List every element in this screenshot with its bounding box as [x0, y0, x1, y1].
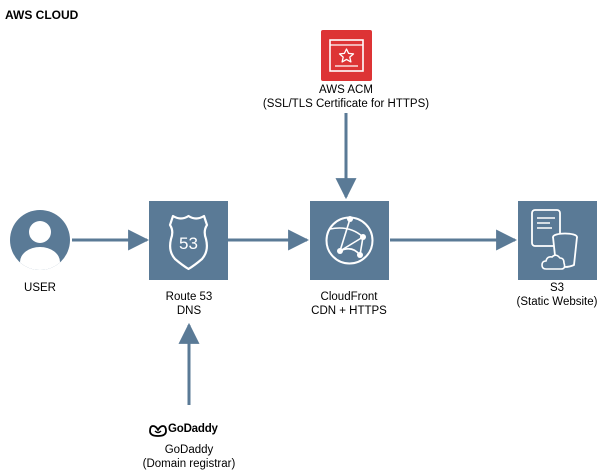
godaddy-logo: GoDaddy: [149, 422, 229, 440]
s3-document-bucket-icon: [531, 209, 578, 270]
godaddy-label: GoDaddy (Domain registrar): [142, 444, 236, 470]
route53-node: 53: [149, 201, 228, 280]
acm-node: [321, 30, 372, 81]
acm-label: AWS ACM (SSL/TLS Certificate for HTTPS): [262, 84, 430, 110]
cloudfront-label: CloudFront CDN + HTTPS: [311, 291, 387, 317]
route53-label: Route 53 DNS: [165, 291, 213, 317]
cloudfront-node: [310, 201, 389, 280]
route53-badge-text: 53: [179, 234, 198, 253]
godaddy-logo-icon: [149, 425, 167, 437]
diagram-title: AWS CLOUD: [5, 8, 79, 22]
route53-shield-icon: 53: [168, 214, 209, 271]
user-icon: [10, 210, 70, 270]
s3-label: S3 (Static Website): [516, 282, 598, 308]
acm-certificate-icon: [329, 39, 364, 72]
cloudfront-globe-icon: [325, 216, 374, 265]
user-label: USER: [24, 282, 56, 294]
user-node: [10, 210, 70, 270]
s3-node: [518, 201, 597, 280]
godaddy-logo-text: GoDaddy: [168, 423, 218, 435]
